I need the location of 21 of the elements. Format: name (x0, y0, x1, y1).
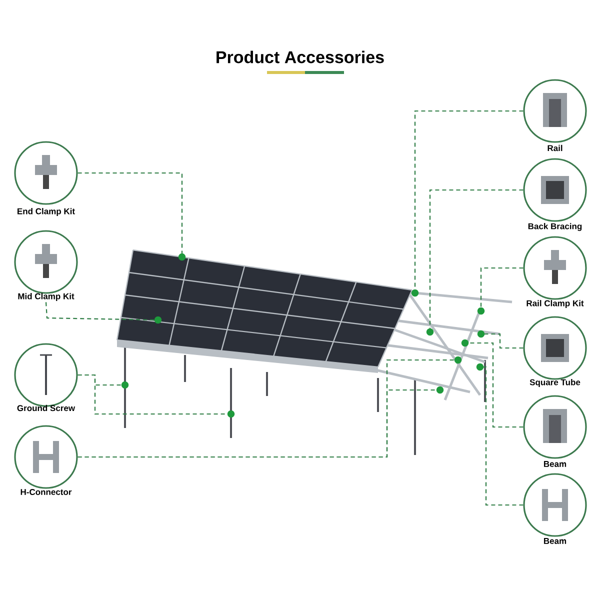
leader-line (477, 330, 524, 349)
product-name: Square Tube (530, 379, 580, 387)
leader-line (45, 302, 162, 324)
leader-line (411, 110, 524, 297)
leader-line (477, 267, 524, 315)
product-name: End Clamp Kit (18, 208, 75, 216)
title: Product Accessories (216, 50, 384, 64)
product-name: Beam (544, 461, 566, 467)
leader-line (461, 339, 524, 428)
product-name: Beam (544, 538, 566, 544)
product-name: Rail (548, 144, 562, 152)
product-name: Ground Screw (17, 404, 76, 412)
leader-line (476, 363, 524, 506)
leader-line (426, 189, 524, 336)
product-name: Back Bracing (528, 223, 582, 231)
product-name: Rail Clamp Kit (526, 300, 584, 308)
product-name: H-Connector (20, 489, 72, 495)
leader-line (78, 386, 444, 458)
product-name: Mid Clamp Kit (18, 293, 74, 301)
leader-line (78, 374, 235, 418)
leader-line (78, 172, 186, 261)
